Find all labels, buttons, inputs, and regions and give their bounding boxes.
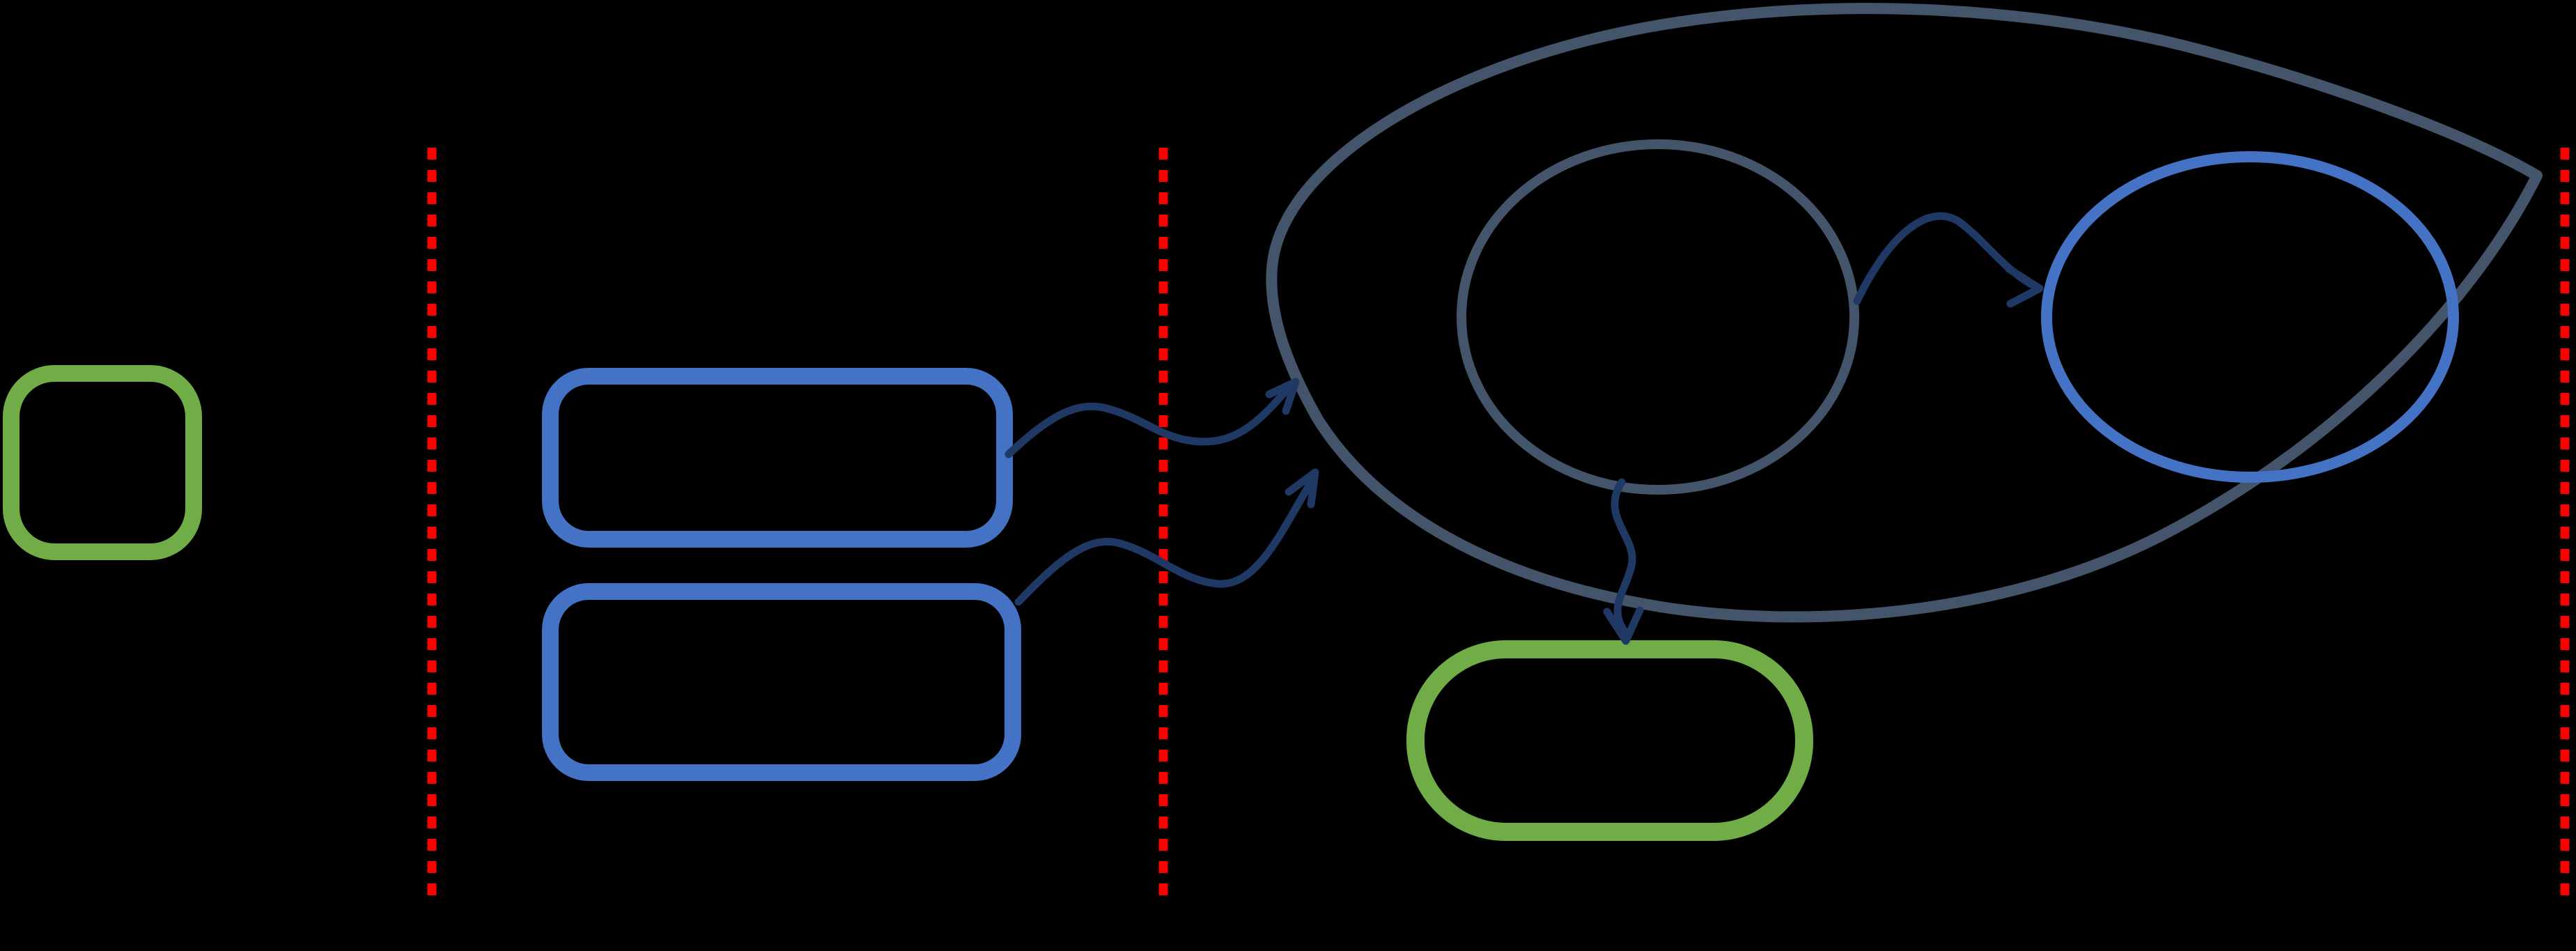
arrow-gray-circle-to-blue-circle[interactable] <box>1853 212 2044 308</box>
arrow-bottom-rect-to-ellipse[interactable] <box>1014 468 1319 606</box>
green-rounded-square[interactable] <box>3 365 202 560</box>
gray-inner-circle[interactable] <box>1457 139 1859 495</box>
outer-ellipse-boundary[interactable] <box>1266 3 2543 623</box>
blue-inner-circle[interactable] <box>2041 151 2459 483</box>
arrow-top-rect-to-ellipse[interactable] <box>1004 378 1300 458</box>
green-pill[interactable] <box>1406 640 1813 841</box>
blue-rounded-rect-top[interactable] <box>542 368 1013 548</box>
blue-rounded-rect-bottom[interactable] <box>542 583 1021 781</box>
arrow-gray-circle-to-green-pill[interactable] <box>1603 478 1644 645</box>
